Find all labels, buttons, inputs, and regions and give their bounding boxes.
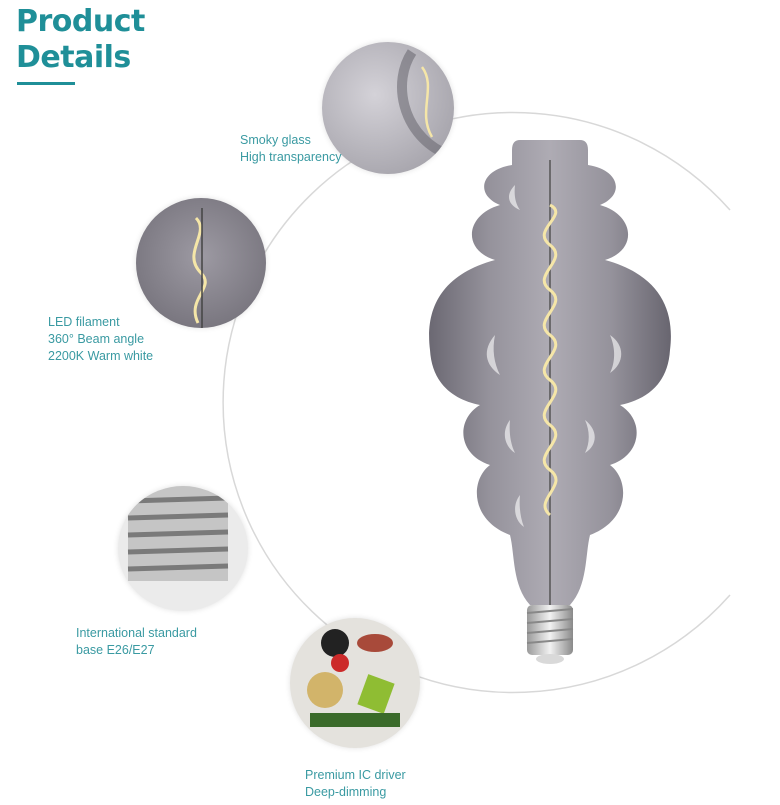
title-underline — [17, 82, 75, 85]
feature-smoky-glass: Smoky glass High transparency — [240, 132, 341, 166]
base-closeup-image — [118, 486, 248, 611]
title-line-1: Product — [16, 4, 145, 39]
feature-led-filament: LED filament 360° Beam angle 2200K Warm … — [48, 314, 153, 365]
feature-text-line: High transparency — [240, 150, 342, 164]
feature-text-line: 2200K Warm white — [48, 349, 154, 363]
glass-closeup-image — [322, 42, 454, 174]
feature-text-line: International standard — [76, 626, 197, 640]
driver-closeup-image — [290, 618, 420, 748]
feature-text-line: Deep-dimming — [305, 785, 387, 799]
feature-text-line: LED filament — [48, 315, 120, 329]
filament-closeup-image — [136, 198, 266, 328]
led-bulb-image — [429, 140, 671, 664]
feature-driver: Premium IC driver Deep-dimming — [305, 767, 406, 801]
feature-text-line: base E26/E27 — [76, 643, 155, 657]
feature-text-line: Premium IC driver — [305, 768, 406, 782]
title-line-2: Details — [16, 40, 131, 75]
page-title: Product Details — [16, 4, 145, 76]
feature-text-line: 360° Beam angle — [48, 332, 145, 346]
feature-base: International standard base E26/E27 — [76, 625, 197, 659]
feature-text-line: Smoky glass — [240, 133, 311, 147]
